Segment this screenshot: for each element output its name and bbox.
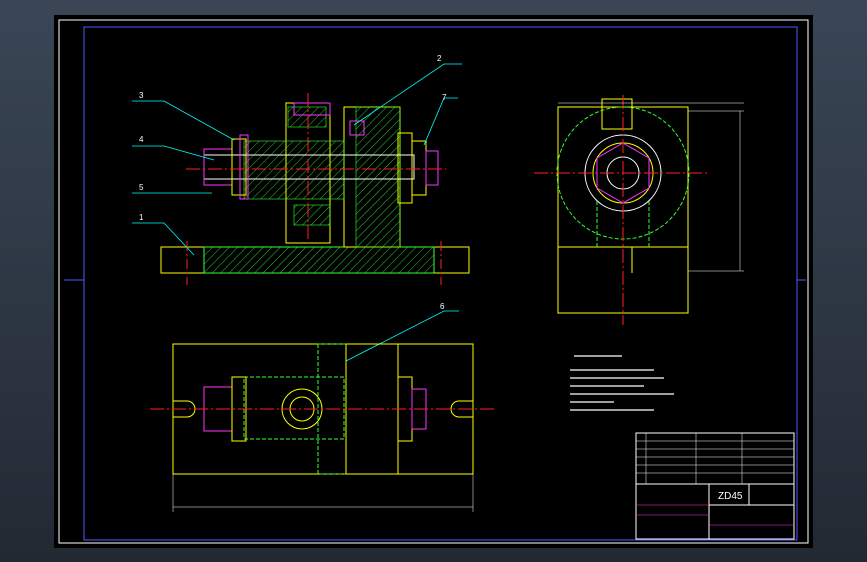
callout-7: 7	[442, 93, 447, 102]
outer-frame	[58, 19, 809, 544]
technical-notes	[570, 355, 674, 411]
drawing-number: ZD45	[718, 491, 743, 502]
callout-1: 1	[139, 213, 144, 222]
callout-5: 5	[139, 183, 144, 192]
front-view	[160, 93, 470, 285]
inner-frame	[83, 26, 798, 541]
hex-nut-icon	[596, 142, 650, 204]
callout-3: 3	[139, 91, 144, 100]
callout-2: 2	[437, 54, 442, 63]
callout-4: 4	[139, 135, 144, 144]
top-view	[150, 343, 496, 512]
drawing-sheet[interactable]: 3 4 5 1 2 7 6	[54, 15, 813, 548]
title-block: ZD45	[635, 432, 795, 540]
drawing-canvas[interactable]: 3 4 5 1 2 7 6	[54, 15, 813, 548]
side-view	[534, 95, 744, 325]
callout-leaders	[132, 63, 462, 362]
callout-6: 6	[440, 302, 445, 311]
